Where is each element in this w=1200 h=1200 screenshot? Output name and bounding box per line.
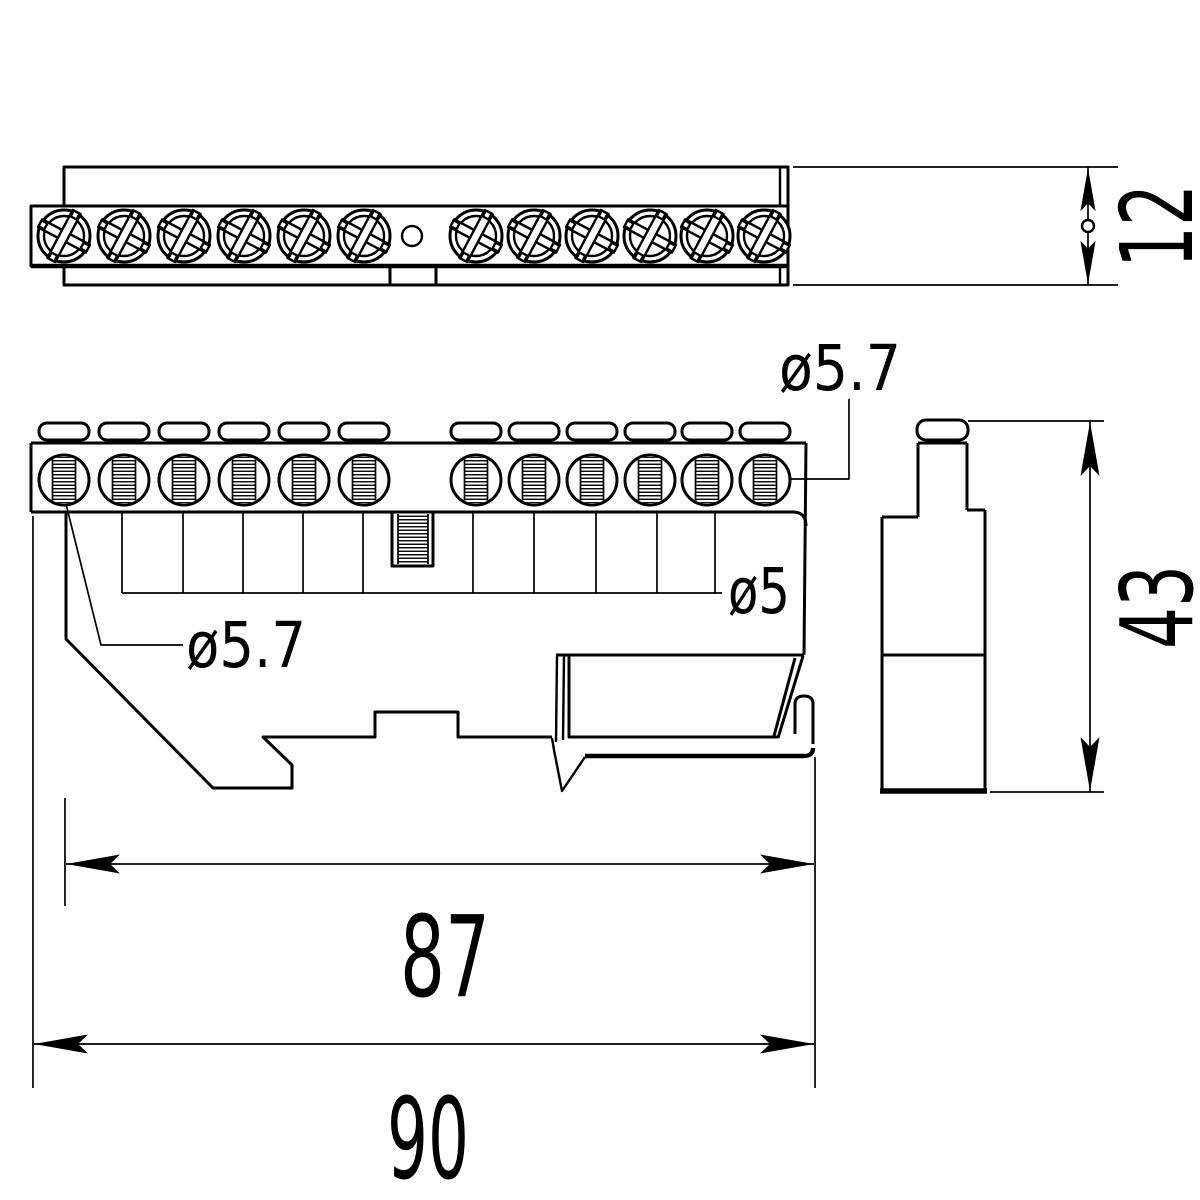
screw-front-icon [159,455,209,505]
dim-label-43: 43 [1099,565,1200,649]
side-view: 43 [880,418,1200,794]
screw-front-icon [339,455,389,505]
dia-label-center: ø5 [728,555,790,628]
front-view: ø5.7 ø5.7 ø5 87 90 [29,332,901,1200]
diameter-callouts: ø5.7 ø5.7 ø5 [65,332,901,682]
screw-front-icon [219,455,269,505]
front-view-body [29,441,808,790]
terminal-cap [217,421,271,446]
side-view-screw-shaft [916,441,969,517]
screw-front-icon [567,455,617,505]
center-threaded-hole [390,511,435,568]
screw-front-icon [740,455,790,505]
din-foot-outline [64,512,552,790]
dimension-43: 43 [968,420,1200,793]
screw-front-icon [39,455,89,505]
front-view-caps [37,421,792,446]
terminal-cap [37,421,91,446]
terminal-cap [449,421,503,446]
terminal-cap [738,421,792,446]
leader-line-top [790,399,850,480]
screw-front-icon [279,455,329,505]
dim-label-87: 87 [400,893,490,1023]
dim-label-90: 90 [387,1075,469,1200]
dimension-90: 90 [32,516,814,1200]
leader-line-left [65,503,183,646]
front-view-screws [39,455,790,505]
terminal-cap [97,421,151,446]
dim-label-12: 12 [1099,184,1200,268]
top-view-center-hole [400,224,424,248]
spring-hook [550,737,586,793]
screw-front-icon [682,455,732,505]
terminal-cap [565,421,619,446]
din-latch [550,653,816,793]
terminal-cap [157,421,211,446]
top-view: 12 [25,165,1200,287]
screw-front-icon [509,455,559,505]
side-view-cap [915,418,970,442]
dia-label-top: ø5.7 [779,332,901,405]
side-view-body [880,508,987,792]
rail-hook-finger [793,694,815,744]
dimension-12: 12 [793,166,1200,286]
front-view-partitions [121,512,722,594]
terminal-cap [623,421,677,446]
screw-front-icon [451,455,501,505]
screw-front-icon [99,455,149,505]
terminal-cap [337,421,391,446]
screw-front-icon [625,455,675,505]
latch-slider [567,655,805,739]
dia-label-left: ø5.7 [186,609,306,682]
terminal-cap [680,421,734,446]
terminal-cap [277,421,331,446]
dimension-87: 87 [64,757,816,1088]
terminal-cap [507,421,561,446]
